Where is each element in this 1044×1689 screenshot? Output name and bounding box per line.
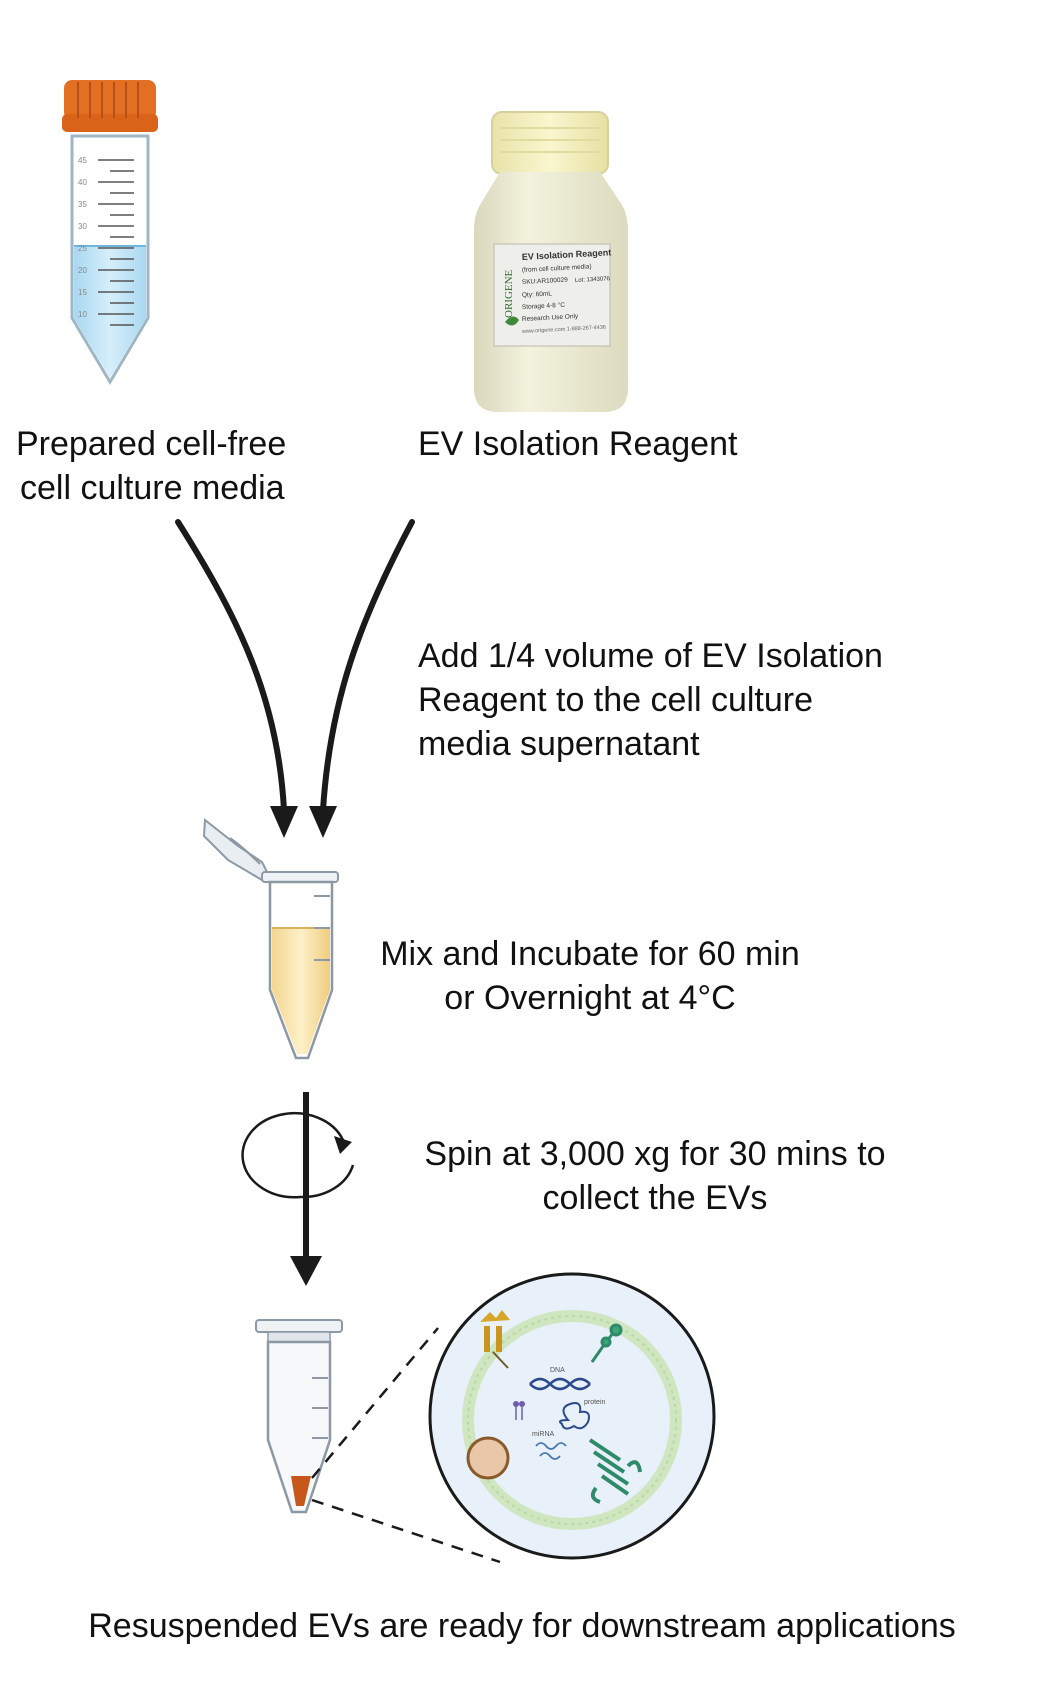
- gpcr-icon: [588, 1438, 642, 1504]
- bottle-storage-text: Storage 4-8 °C: [522, 301, 566, 311]
- label-media-line2: cell culture media: [20, 469, 285, 507]
- bottle-use-text: Research Use Only: [522, 313, 579, 323]
- tube-graduation-label: 20: [78, 266, 87, 275]
- bottle-lot-text: Lot: 1343076: [575, 276, 611, 284]
- tube-graduation-label: 35: [78, 200, 87, 209]
- dna-label: DNA: [550, 1367, 565, 1374]
- zoom-lines: [311, 1327, 501, 1564]
- bottle-sku-text: SKU:AR100029: [522, 277, 569, 286]
- tube-graduation-label: 30: [78, 222, 87, 231]
- bottle-web-text: www.origene.com 1-888-267-4436: [521, 325, 606, 335]
- mirna-label: miRNA: [532, 1431, 554, 1438]
- microtube-incubation-icon: [202, 818, 339, 1060]
- arrow-head-left: [270, 806, 298, 838]
- lipid-icon: [513, 1401, 525, 1420]
- bottle-title-text: EV Isolation Reagent: [522, 247, 612, 262]
- label-spin-line1: Spin at 3,000 xg for 30 mins to: [424, 1135, 886, 1173]
- tube-graduation-label: 25: [78, 244, 87, 253]
- protein-label: protein: [584, 1399, 606, 1406]
- arrow-head-right: [309, 806, 337, 838]
- tube-graduation-label: 45: [78, 156, 87, 165]
- bottle-subtitle-text: (from cell culture media): [522, 263, 592, 274]
- spin-icon: [241, 1092, 355, 1286]
- bottle-qty-text: Qty: 60mL: [522, 290, 553, 299]
- vesicle-icon: [466, 1436, 510, 1480]
- mirna-icon: miRNA: [532, 1431, 567, 1460]
- merge-arrows: [175, 519, 415, 813]
- label-add-line1: Add 1/4 volume of EV Isolation: [418, 637, 883, 675]
- tube-graduation-label: 40: [78, 178, 87, 187]
- label-reagent: EV Isolation Reagent: [418, 425, 738, 463]
- label-mix-line1: Mix and Incubate for 60 min: [380, 935, 800, 973]
- bottle-brand-text: ORIGENE: [503, 269, 515, 318]
- conical-tube-icon: 45 40 35 30 25 20 15 10: [62, 80, 158, 385]
- label-add-line3: media supernatant: [418, 725, 700, 763]
- label-media-line1: Prepared cell-free: [16, 425, 287, 463]
- label-add-line2: Reagent to the cell culture: [418, 681, 814, 719]
- protein-icon: protein: [559, 1399, 606, 1430]
- arrow-from-media: [175, 519, 287, 813]
- label-spin-line2: collect the EVs: [542, 1179, 768, 1217]
- receptor-top-icon: [590, 1323, 623, 1363]
- dna-icon: DNA: [529, 1367, 591, 1391]
- ev-zoom-circle: DNA protein miRNA: [428, 1272, 716, 1560]
- arrow-from-reagent: [320, 519, 415, 813]
- microtube-pellet-icon: [255, 1319, 343, 1514]
- label-mix-line2: or Overnight at 4°C: [444, 979, 736, 1017]
- membrane-protein-icon: [480, 1310, 510, 1369]
- label-final: Resuspended EVs are ready for downstream…: [88, 1607, 956, 1645]
- reagent-bottle-icon: ORIGENE EV Isolation Reagent (from cell …: [474, 111, 628, 412]
- tube-graduation-label: 10: [78, 310, 87, 319]
- tube-graduation-label: 15: [78, 288, 87, 297]
